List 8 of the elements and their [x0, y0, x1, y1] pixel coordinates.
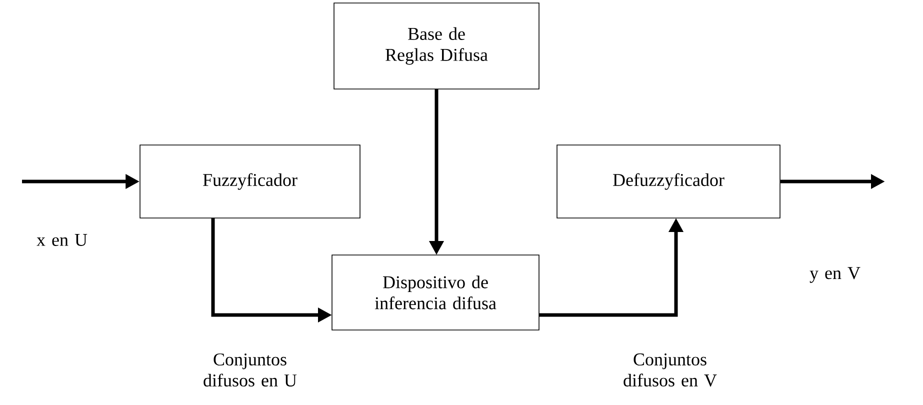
label: x en U — [36, 234, 88, 246]
process-box: Fuzzyficador — [140, 144, 360, 218]
process-box: Dispositivo de inferencia difusa — [332, 254, 540, 330]
label: Conjuntos difusos en V — [624, 353, 717, 387]
label: Conjuntos difusos en U — [204, 353, 297, 387]
label: y en V — [810, 267, 860, 283]
process-box: Defuzzyficador — [556, 144, 780, 218]
process-box: Base de Reglas Difusa — [334, 2, 540, 90]
